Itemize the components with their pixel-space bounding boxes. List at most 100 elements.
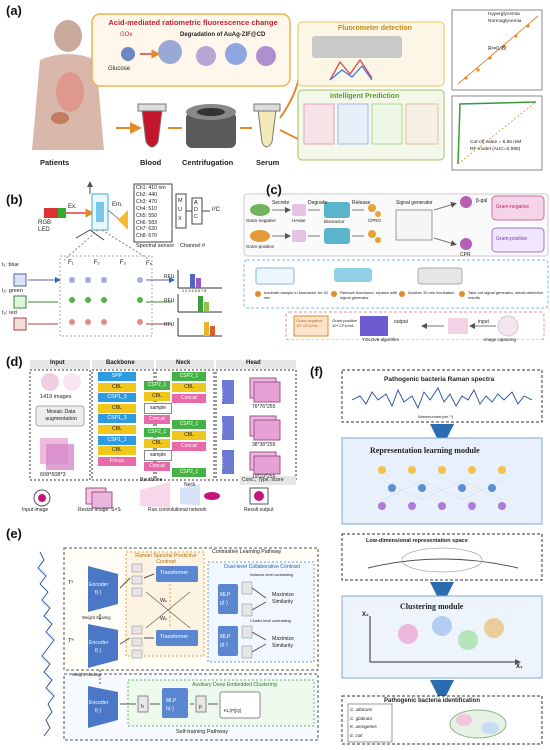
gram-positive-result: [491, 227, 545, 253]
p-label: p: [199, 704, 202, 710]
patient-silhouette-icon: [32, 20, 104, 150]
panel-e: (e): [0, 522, 322, 745]
neck-cbl-4: CBL: [144, 439, 170, 448]
neck-concat-3: Concat: [172, 442, 206, 451]
output-size-3: 19*19*255: [252, 474, 276, 480]
bb-block-csp-3: CSP1_1: [98, 435, 136, 445]
mechanism-title: Acid-mediated ratiometric fluorescence c…: [108, 18, 278, 27]
neck-cbl-1: CBL: [172, 383, 206, 392]
x2-axis-label: X₂: [362, 612, 369, 618]
bacteria-3: K. aerogenes: [350, 724, 377, 729]
ts-label: Tˢ: [68, 580, 74, 586]
rfu-label-3: RFU: [164, 322, 175, 328]
input-header: Input: [50, 360, 65, 366]
tw-label: Tʷ: [68, 638, 75, 644]
bacteria-1: C. albicans: [350, 707, 373, 712]
wk-label-1: Wₖ: [160, 598, 168, 604]
encoder-label-3: Encoder: [89, 700, 109, 706]
raman-spectrum-f: [351, 387, 533, 410]
bioreactor-icon-1: [324, 202, 350, 218]
signal-generator-label: Signal generator: [396, 200, 433, 206]
panel-b: (b): [0, 180, 232, 340]
backbone-header: Backbone: [106, 360, 135, 366]
channel-2: Ch2: 440: [136, 191, 158, 198]
step-1: Incubate sample in bioreactor for 30 min: [264, 290, 328, 300]
rgb-led-icon: [44, 208, 58, 218]
neck-concat-2: Concat: [144, 415, 170, 424]
kl-label: KL(P||Q): [224, 708, 242, 713]
panel-c-label: (c): [266, 182, 282, 197]
step-4: Take out signal generator, obtain detect…: [468, 290, 544, 300]
panel-c: (c) Sec: [238, 180, 550, 342]
bb-block-cbl-2: CBL: [98, 403, 136, 413]
panel-e-label: (e): [6, 526, 22, 541]
ex-label: Ex.: [68, 204, 77, 210]
rfu-ticks-1: 1 2 3 4 5 6 7 8: [182, 289, 207, 293]
neck-concat-4: Concat: [144, 462, 170, 471]
panel-b-label: (b): [6, 192, 23, 207]
panel-d-label: (d): [6, 354, 23, 369]
channel-5: Ch5: 550: [136, 212, 158, 219]
neck-csp2-1: CSP2_1: [172, 372, 206, 381]
rfu-label-2: RFU: [164, 298, 175, 304]
rfu-bar-charts: [177, 270, 222, 337]
release-label: Release: [352, 200, 371, 206]
flow-input: Input image: [22, 507, 49, 513]
cluster-points: [398, 616, 504, 650]
bb-block-cbl-1: CBL: [98, 382, 136, 392]
encoder-label-1: Encoder: [89, 582, 109, 588]
clustering-title: Clustering module: [400, 602, 464, 611]
panel-f-label: (f): [310, 364, 323, 379]
spectra-title: Pathogenic bacteria Raman spectra: [384, 376, 495, 383]
signal-generator-box: [395, 209, 433, 241]
centrifugation-label: Centrifugation: [182, 158, 234, 167]
input-sample-icon-1: [41, 373, 59, 391]
encoder-fn-3: f(·): [95, 708, 102, 714]
auxiliary-title: Auxiliary Deep Embedded Clustering: [192, 682, 277, 688]
raman-contrast-title: Raman Spectral Predictive Contrast: [135, 553, 197, 565]
panel-a-label: (a): [6, 3, 22, 18]
bacteria-4: E. coli: [350, 732, 363, 738]
channel-4: Ch4: 510: [136, 205, 158, 212]
neck-header: Neck: [176, 360, 191, 366]
t1-label: t₁: blue: [2, 262, 19, 268]
blue-led-icon: [13, 273, 27, 287]
rfu-label-1: RFU: [164, 274, 175, 280]
identification-title: Pathogenic bacteria identification: [384, 698, 481, 704]
secrete-label-1: Secrete: [272, 200, 290, 206]
gram-negative-label: Gram-negative: [246, 218, 276, 223]
r2-label: R²=0.99: [488, 46, 506, 52]
step-3: Another 30 min incubation: [408, 290, 455, 295]
instance-level-label: Instance-level contrasting: [250, 573, 294, 577]
head-output-grids: [249, 377, 281, 475]
gram-pos-count: Gram-positive 10⁴ CFU/mL: [332, 318, 357, 328]
cutoff-label: Cut-off value = 5.56 mM: [470, 140, 522, 145]
self-training-title: Self-training Pathway: [176, 729, 228, 735]
weight-sharing-2: Weight Sharing: [72, 672, 101, 677]
patients-label: Patients: [40, 158, 70, 167]
nanoparticle-icons: [121, 40, 276, 66]
conv-label-3: CONV: [219, 456, 224, 470]
wk-label-2: Wₖ: [160, 616, 168, 622]
backbone-blocks: SPP CBL CSP1_3 CBL CSP1_3 CBL CSP1_1 CBL…: [98, 372, 136, 466]
gram-positive-result-label: Gram-positive: [496, 236, 528, 242]
channel-7: Ch7: 620: [136, 226, 158, 233]
x1-axis-label: X₁: [516, 664, 523, 670]
neck-csp2-4: CSP2_1: [144, 428, 170, 437]
result-tag: Conc., Type, score: [242, 477, 284, 483]
gox-label: GOx: [120, 32, 133, 38]
representation-title: Representation learning module: [370, 446, 480, 455]
panel-e-figure: [37, 547, 319, 741]
cnn-visual: [140, 482, 220, 508]
rgb-led-label: RGB LED: [38, 220, 52, 233]
transformer-label-1: Transformer: [160, 570, 189, 576]
neck-csp2-3: CSP2_1: [172, 420, 206, 429]
low-dim-label: Low-dimensional representation space: [366, 538, 468, 544]
output-size-1: 76*76*255: [252, 404, 276, 410]
panel-c-figure: [243, 193, 549, 341]
prediction-title: Intelligent Prediction: [330, 93, 400, 100]
serum-tube-icon: [253, 103, 281, 148]
neck-csp2-2: CSP2_1: [144, 381, 170, 390]
step-2: Remove bioreactor, replace with signal g…: [340, 290, 398, 300]
